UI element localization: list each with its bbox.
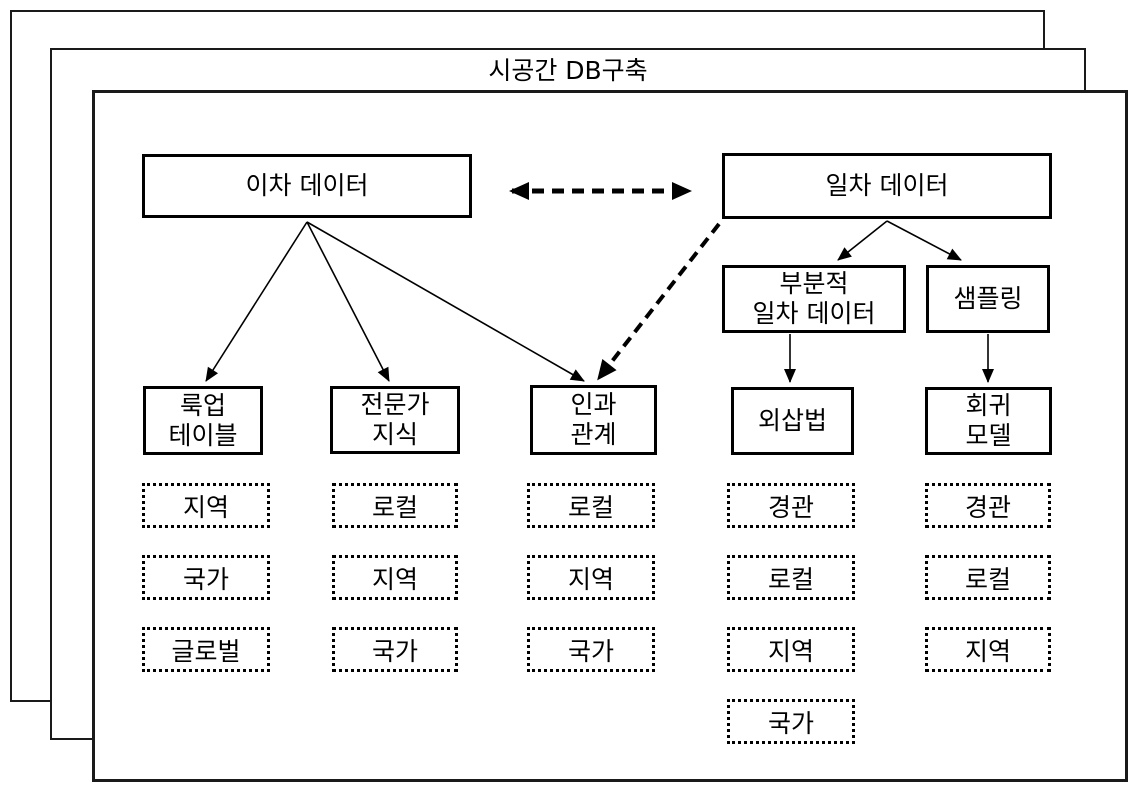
scale-box: 국가 bbox=[142, 555, 270, 600]
scale-box: 국가 bbox=[527, 627, 655, 672]
scale-box: 지역 bbox=[332, 555, 458, 600]
node-sampling: 샘플링 bbox=[926, 265, 1050, 333]
node-regression-model: 회귀 모델 bbox=[925, 387, 1052, 455]
scale-box: 로컬 bbox=[925, 555, 1051, 600]
node-extrapolation: 외삽법 bbox=[731, 387, 854, 455]
node-secondary-data: 이차 데이터 bbox=[142, 154, 472, 218]
node-lookup-table: 룩업 테이블 bbox=[143, 386, 263, 455]
node-causal-relation: 인과 관계 bbox=[530, 385, 657, 455]
scale-box: 경관 bbox=[727, 483, 855, 528]
node-primary-data: 일차 데이터 bbox=[722, 153, 1052, 219]
scale-box: 글로벌 bbox=[142, 627, 270, 672]
scale-box: 지역 bbox=[925, 627, 1051, 672]
scale-box: 로컬 bbox=[727, 555, 855, 600]
scale-box: 지역 bbox=[527, 555, 655, 600]
diagram-title: 시공간 DB구축 bbox=[488, 56, 648, 85]
scale-box: 지역 bbox=[727, 627, 855, 672]
node-partial-primary-data: 부분적 일차 데이터 bbox=[722, 265, 906, 333]
scale-box: 로컬 bbox=[527, 483, 655, 528]
node-expert-knowledge: 전문가 지식 bbox=[330, 386, 460, 454]
scale-box: 국가 bbox=[727, 699, 855, 744]
scale-box: 지역 bbox=[142, 483, 270, 528]
scale-box: 국가 bbox=[332, 627, 458, 672]
scale-box: 로컬 bbox=[332, 483, 458, 528]
scale-box: 경관 bbox=[925, 483, 1051, 528]
